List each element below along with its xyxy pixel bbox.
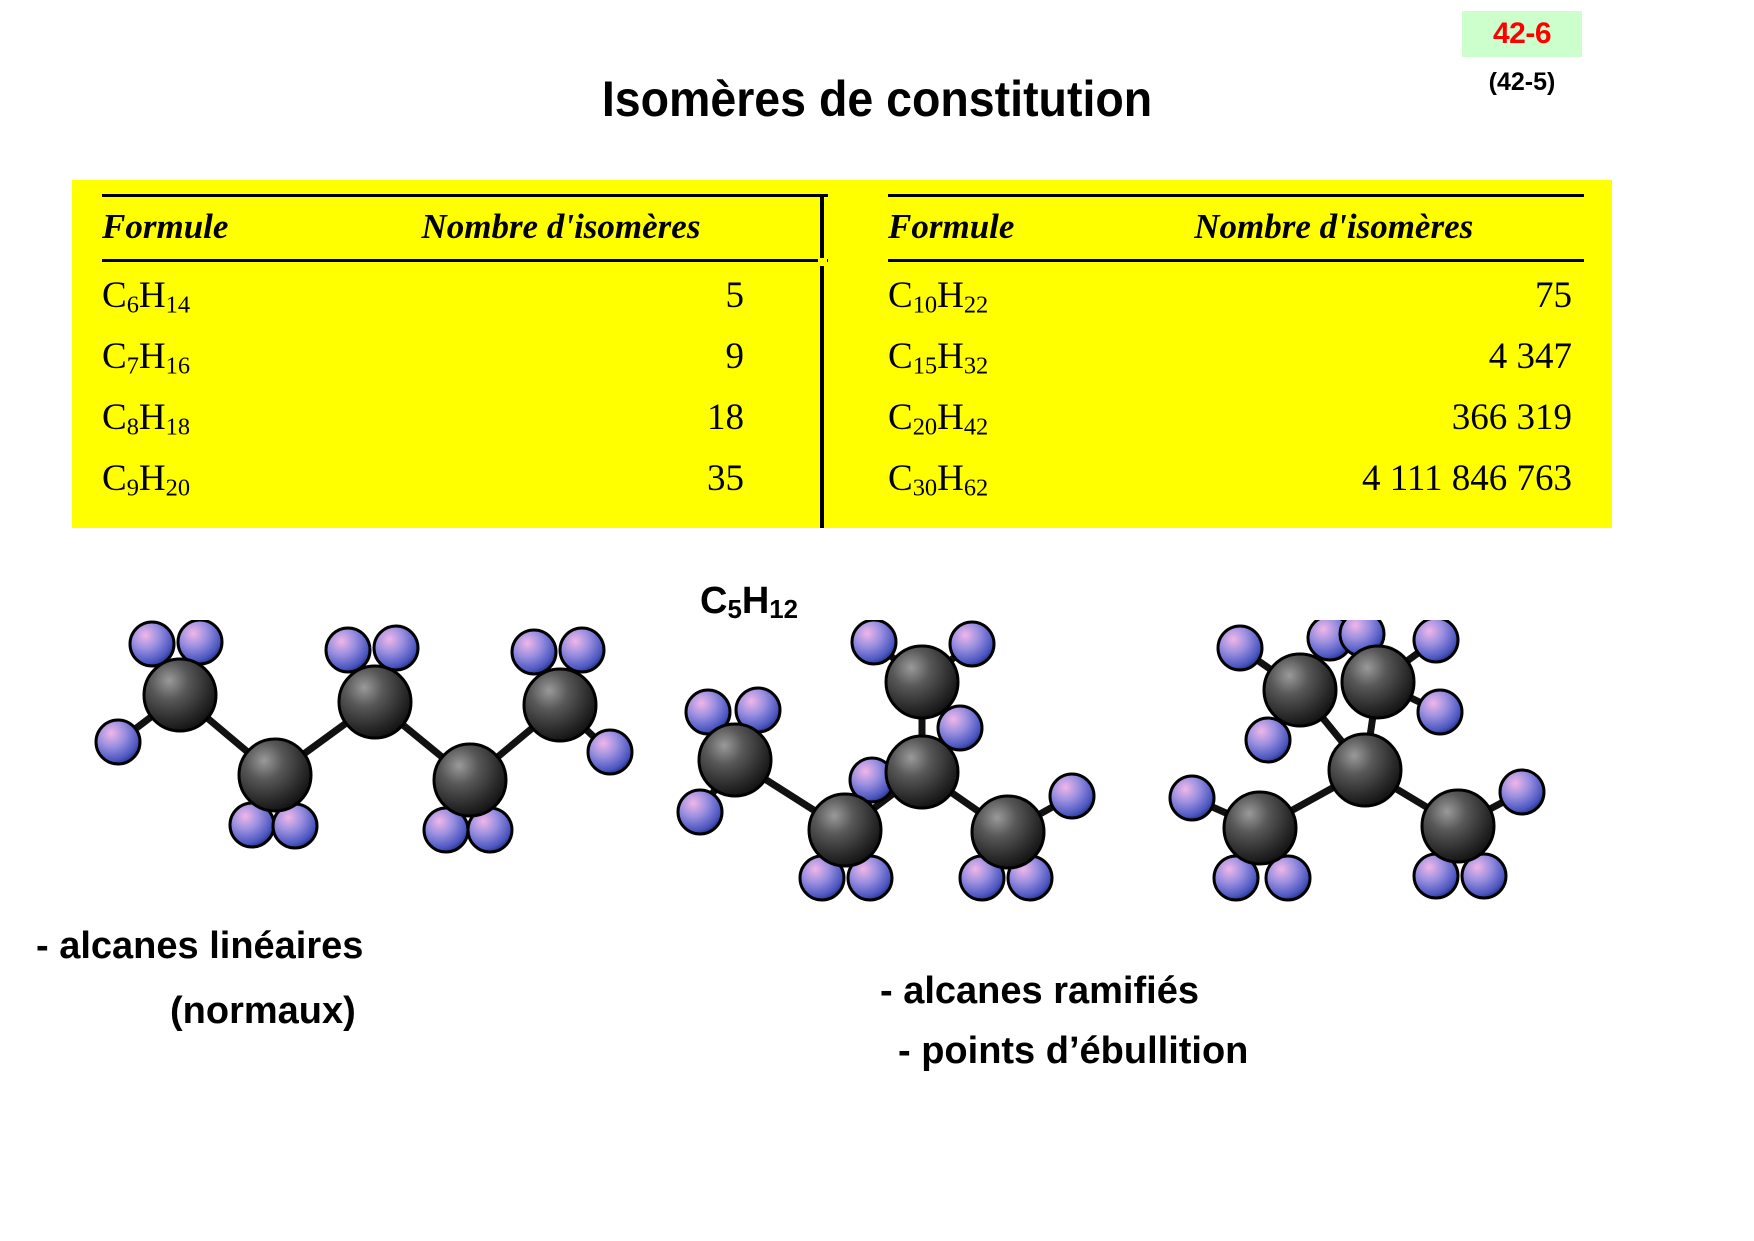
column-header-formula-left: Formule <box>102 207 229 246</box>
table-top-rule <box>102 194 828 197</box>
column-header-count-right: Nombre d'isomères <box>1194 207 1474 246</box>
isomer-count-table: Formule Nombre d'isomères C6H14 5 C7H16 … <box>72 180 1612 528</box>
cell-isomer-count: 4 111 846 763 <box>1361 458 1572 499</box>
table-half-right: Formule Nombre d'isomères C10H22 75 C15H… <box>842 180 1612 528</box>
cell-isomer-count: 18 <box>707 397 744 438</box>
cell-isomer-count: 366 319 <box>1451 397 1572 438</box>
cell-isomer-count: 5 <box>725 275 745 316</box>
molecule-models-area <box>0 620 1754 920</box>
neopentane-model <box>1168 620 1546 902</box>
cell-formula: C7H16 <box>102 336 191 380</box>
cell-formula: C20H42 <box>888 397 989 441</box>
cell-isomer-count: 35 <box>707 458 744 499</box>
cell-formula: C9H20 <box>102 458 191 502</box>
cell-formula: C10H22 <box>888 275 989 319</box>
cell-formula: C15H32 <box>888 336 989 380</box>
table-row: C30H62 4 111 846 763 <box>888 457 1584 518</box>
cell-isomer-count: 9 <box>725 336 745 377</box>
caption-linear-alkanes-normal: (normaux) <box>170 990 356 1032</box>
table-header-rule-right <box>888 259 1584 262</box>
cell-formula: C6H14 <box>102 275 191 319</box>
page-title: Isomères de constitution <box>601 71 1153 127</box>
caption-linear-alkanes: - alcanes linéaires <box>36 925 364 967</box>
column-header-formula-right: Formule <box>888 207 1015 246</box>
table-row: C6H14 5 <box>102 262 828 335</box>
caption-boiling-points: - points d’ébullition <box>898 1030 1249 1072</box>
table-header-rule-left <box>102 259 828 262</box>
carbon-atoms <box>1222 644 1496 866</box>
caption-branched-alkanes: - alcanes ramifiés <box>880 970 1199 1012</box>
slide-number-badge: 42-6 <box>1462 11 1582 57</box>
hydrogen-atoms <box>94 620 634 854</box>
carbon-atoms <box>142 657 598 818</box>
table-header-row-right: Formule Nombre d'isomères <box>888 197 1584 259</box>
table-header-row-left: Formule Nombre d'isomères <box>102 197 828 259</box>
hydrogen-atoms <box>1168 620 1546 902</box>
cell-formula: C8H18 <box>102 397 191 441</box>
molecular-formula-label: C5H12 <box>700 580 799 625</box>
table-top-rule-right <box>888 194 1584 197</box>
isopentane-model <box>676 620 1096 902</box>
cell-isomer-count: 4 347 <box>1488 336 1572 377</box>
table-row: C9H20 35 <box>102 457 828 518</box>
column-header-count-left: Nombre d'isomères <box>421 207 701 246</box>
table-row: C15H32 4 347 <box>888 335 1584 396</box>
table-row: C7H16 9 <box>102 335 828 396</box>
table-vertical-divider <box>820 194 824 528</box>
carbon-atoms <box>697 644 1046 870</box>
slide-sub-reference: (42-5) <box>1488 68 1556 96</box>
table-row: C10H22 75 <box>888 262 1584 335</box>
cell-formula: C30H62 <box>888 458 989 502</box>
table-divider-gap <box>818 258 827 266</box>
cell-isomer-count: 75 <box>1535 275 1572 316</box>
pentane-model <box>94 620 634 854</box>
table-row: C20H42 366 319 <box>888 396 1584 457</box>
table-half-left: Formule Nombre d'isomères C6H14 5 C7H16 … <box>72 180 842 528</box>
slide-number-text: 42-6 <box>1492 17 1552 50</box>
table-row: C8H18 18 <box>102 396 828 457</box>
